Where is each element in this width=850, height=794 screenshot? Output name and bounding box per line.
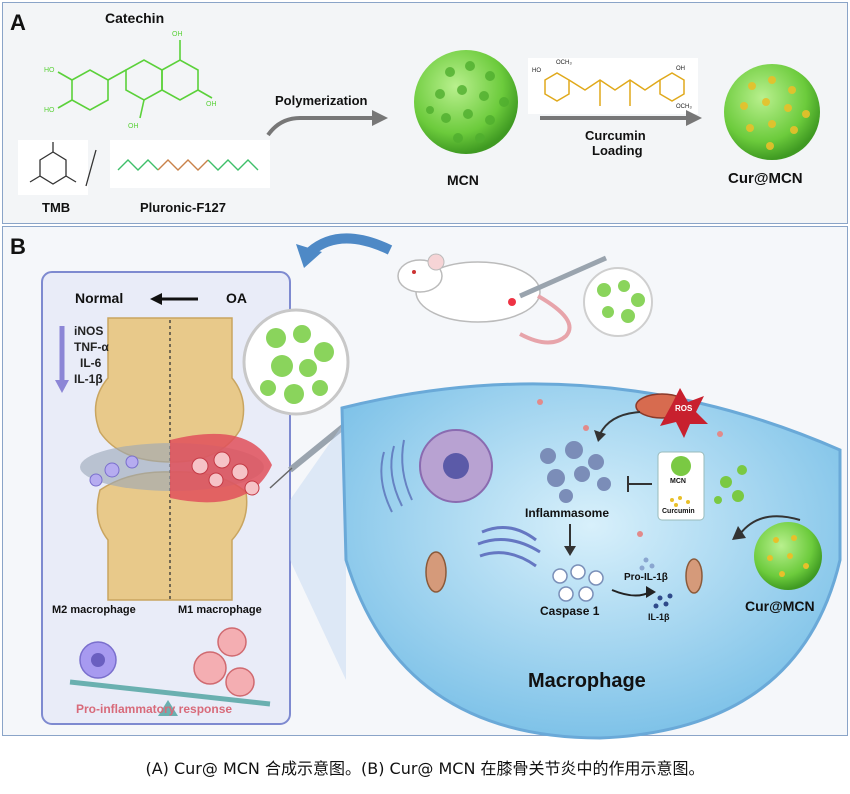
panel-a-graphics: OH OH HO HO OH	[18, 31, 820, 195]
mcn-legend-box	[657, 451, 705, 521]
cur-mcn-cell-label: Cur@MCN	[745, 598, 815, 614]
mcn-label: MCN	[447, 172, 479, 188]
panel-b-label: B	[10, 234, 26, 259]
curcumin-structure	[544, 72, 685, 106]
panel-b-graphics	[41, 233, 842, 740]
svg-text:HO: HO	[44, 107, 55, 114]
svg-text:OH: OH	[172, 31, 183, 38]
figure-caption: (A) Cur@ MCN 合成示意图。(B) Cur@ MCN 在膝骨关节炎中的…	[145, 759, 705, 778]
pro-inflammatory-label: Pro-inflammatory response	[76, 702, 233, 716]
marker-il1b: IL-1β	[74, 372, 103, 386]
pro-il-label: Pro-IL-1β	[624, 572, 668, 583]
blue-curve-arrow	[306, 233, 393, 256]
curcumin-loading-label-1: Curcumin	[585, 128, 646, 143]
polymerization-label: Polymerization	[275, 93, 368, 108]
svg-text:OH: OH	[206, 101, 217, 108]
marker-inos: iNOS	[74, 324, 104, 338]
svg-text:OH: OH	[676, 66, 685, 72]
caspase-label: Caspase 1	[540, 604, 600, 618]
catechin-label: Catechin	[105, 10, 165, 26]
marker-il6: IL-6	[80, 356, 102, 370]
macrophage-label: Macrophage	[528, 670, 646, 692]
polymerization-arrow	[266, 110, 388, 137]
svg-text:OH: OH	[128, 123, 139, 130]
tmb-structure	[29, 142, 97, 187]
marker-tnf: TNF-α	[74, 340, 109, 354]
m1-label: M1 macrophage	[178, 604, 262, 616]
pluronic-label: Pluronic-F127	[140, 200, 226, 215]
svg-text:OCH₃: OCH₃	[676, 104, 692, 110]
svg-text:OCH₃: OCH₃	[556, 60, 572, 66]
mcn-box-label: MCN	[670, 478, 686, 485]
mouse	[397, 253, 572, 345]
curcumin-loading-label-2: Loading	[592, 143, 643, 158]
inflammasome-label: Inflammasome	[525, 506, 610, 520]
ros-label: ROS	[675, 404, 693, 413]
panel-a-label: A	[10, 10, 26, 35]
oa-label: OA	[226, 290, 247, 306]
m2-label: M2 macrophage	[52, 604, 136, 616]
il-label: IL-1β	[648, 612, 670, 622]
normal-label: Normal	[75, 290, 124, 306]
curcumin-box-label: Curcumin	[662, 508, 695, 515]
catechin-structure	[57, 40, 213, 119]
cur-mcn-label: Cur@MCN	[728, 170, 803, 187]
cur-mcn-sphere	[724, 64, 820, 160]
svg-text:HO: HO	[44, 67, 55, 74]
tmb-label: TMB	[42, 200, 71, 215]
pluronic-structure	[117, 159, 259, 171]
svg-text:HO: HO	[532, 68, 541, 74]
loading-arrow	[540, 110, 702, 126]
